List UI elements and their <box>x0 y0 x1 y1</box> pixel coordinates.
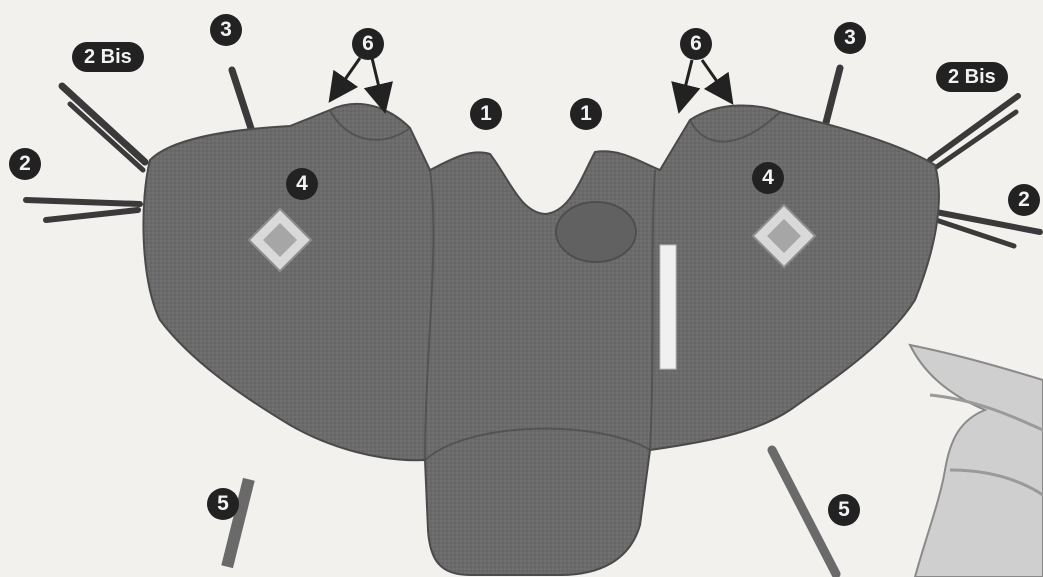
callout-6-left: 6 <box>352 28 384 60</box>
scooter-fairing <box>910 345 1043 577</box>
pointer-arrows <box>332 58 730 108</box>
arrow-6-right-a <box>680 60 692 108</box>
callout-5-left: 5 <box>207 488 239 520</box>
inner-patch <box>556 202 636 262</box>
callout-1-left: 1 <box>470 98 502 130</box>
callout-2bis-left: 2 Bis <box>72 42 144 72</box>
callout-1-right: 1 <box>570 98 602 130</box>
callout-6-right: 6 <box>680 28 712 60</box>
callout-2-left: 2 <box>9 148 41 180</box>
callout-4-right: 4 <box>752 162 784 194</box>
callout-2bis-right: 2 Bis <box>936 62 1008 92</box>
callout-3-left: 3 <box>210 14 242 46</box>
strap-5-right <box>772 450 836 574</box>
strap-2bis-right <box>930 96 1018 160</box>
reflective-strip <box>660 245 676 369</box>
callout-2-right: 2 <box>1008 184 1040 216</box>
arrow-6-left-b <box>372 58 384 108</box>
callout-3-right: 3 <box>834 22 866 54</box>
cover-body <box>143 104 938 575</box>
arrow-6-left-a <box>332 58 360 98</box>
arrow-6-right-b <box>702 60 730 100</box>
callout-5-right: 5 <box>828 494 860 526</box>
strap-2bis-left <box>62 86 145 162</box>
strap-2-left <box>26 200 140 204</box>
callout-4-left: 4 <box>286 168 318 200</box>
